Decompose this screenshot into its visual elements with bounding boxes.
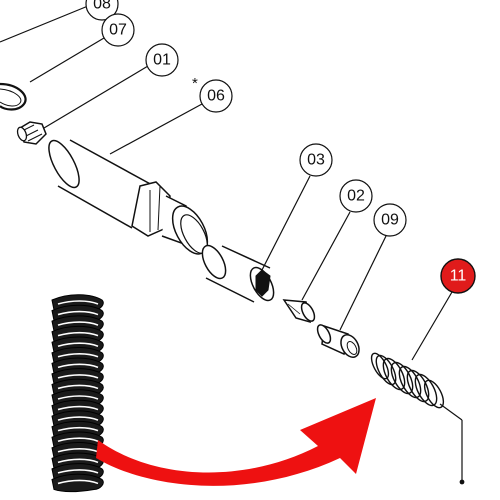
large-spring-coil-gap <box>57 426 99 432</box>
callout-08: 08 <box>85 0 119 21</box>
part-01-leader <box>43 65 149 129</box>
seat-part <box>316 324 360 358</box>
large-spring-coil <box>51 473 104 493</box>
callout-03: 03 <box>299 143 333 177</box>
large-spring-coil-gap <box>57 321 99 326</box>
large-spring-coil-gap <box>57 479 99 485</box>
part-11-leader <box>411 291 453 361</box>
callout-07: 07 <box>101 13 135 47</box>
part-06-leader <box>109 103 203 155</box>
large-spring-coil-gap <box>57 458 99 464</box>
callout-09-label: 09 <box>381 212 399 229</box>
large-spring-coil-gap <box>57 405 99 411</box>
large-spring-coil-gap <box>57 447 99 453</box>
callout-01-label: 01 <box>153 52 171 69</box>
large-spring-coil-gap <box>57 395 99 400</box>
small-spring-part <box>370 352 445 409</box>
callout-07-label: 07 <box>109 22 127 39</box>
large-spring-coil-gap <box>57 363 99 369</box>
large-spring-coil-gap <box>57 331 99 337</box>
callout-11-highlighted: 11 <box>440 258 476 294</box>
nipple-fitting-part <box>16 121 47 145</box>
large-spring-coil-gap <box>57 469 99 474</box>
callout-02: 02 <box>339 179 373 213</box>
callout-01: 01 <box>145 43 179 77</box>
part-09-leader <box>339 235 387 331</box>
replacement-arrow <box>96 398 376 486</box>
callout-08-label: 08 <box>93 0 111 13</box>
callout-02-label: 02 <box>347 188 365 205</box>
callout-11-label: 11 <box>450 268 467 285</box>
center-axis-line <box>439 403 465 485</box>
large-spring-coil-gap <box>57 342 99 347</box>
part-08-line <box>0 5 89 43</box>
callout-09: 09 <box>373 203 407 237</box>
part-03-leader <box>261 175 311 271</box>
sleeve-part <box>201 244 275 304</box>
o-ring-part <box>0 82 27 111</box>
cone-part <box>282 299 316 324</box>
cylinder-body-part <box>48 139 209 255</box>
large-spring-coil-gap <box>57 374 99 379</box>
callout-06: * 06 <box>192 75 233 113</box>
part-02-leader <box>301 211 351 301</box>
large-spring-coil-gap <box>57 437 99 442</box>
large-spring-coil-gap <box>57 310 99 316</box>
large-spring-coil-gap <box>57 416 99 421</box>
large-spring-coil-gap <box>57 300 99 305</box>
callout-03-label: 03 <box>307 152 325 169</box>
large-spring-coil-gap <box>57 384 99 390</box>
callout-06-label: 06 <box>207 88 225 105</box>
large-spring-coil-gap <box>57 352 99 358</box>
part-07-leader <box>29 37 105 83</box>
large-spring-replacement <box>51 294 104 493</box>
callout-06-marker: * <box>192 75 198 92</box>
